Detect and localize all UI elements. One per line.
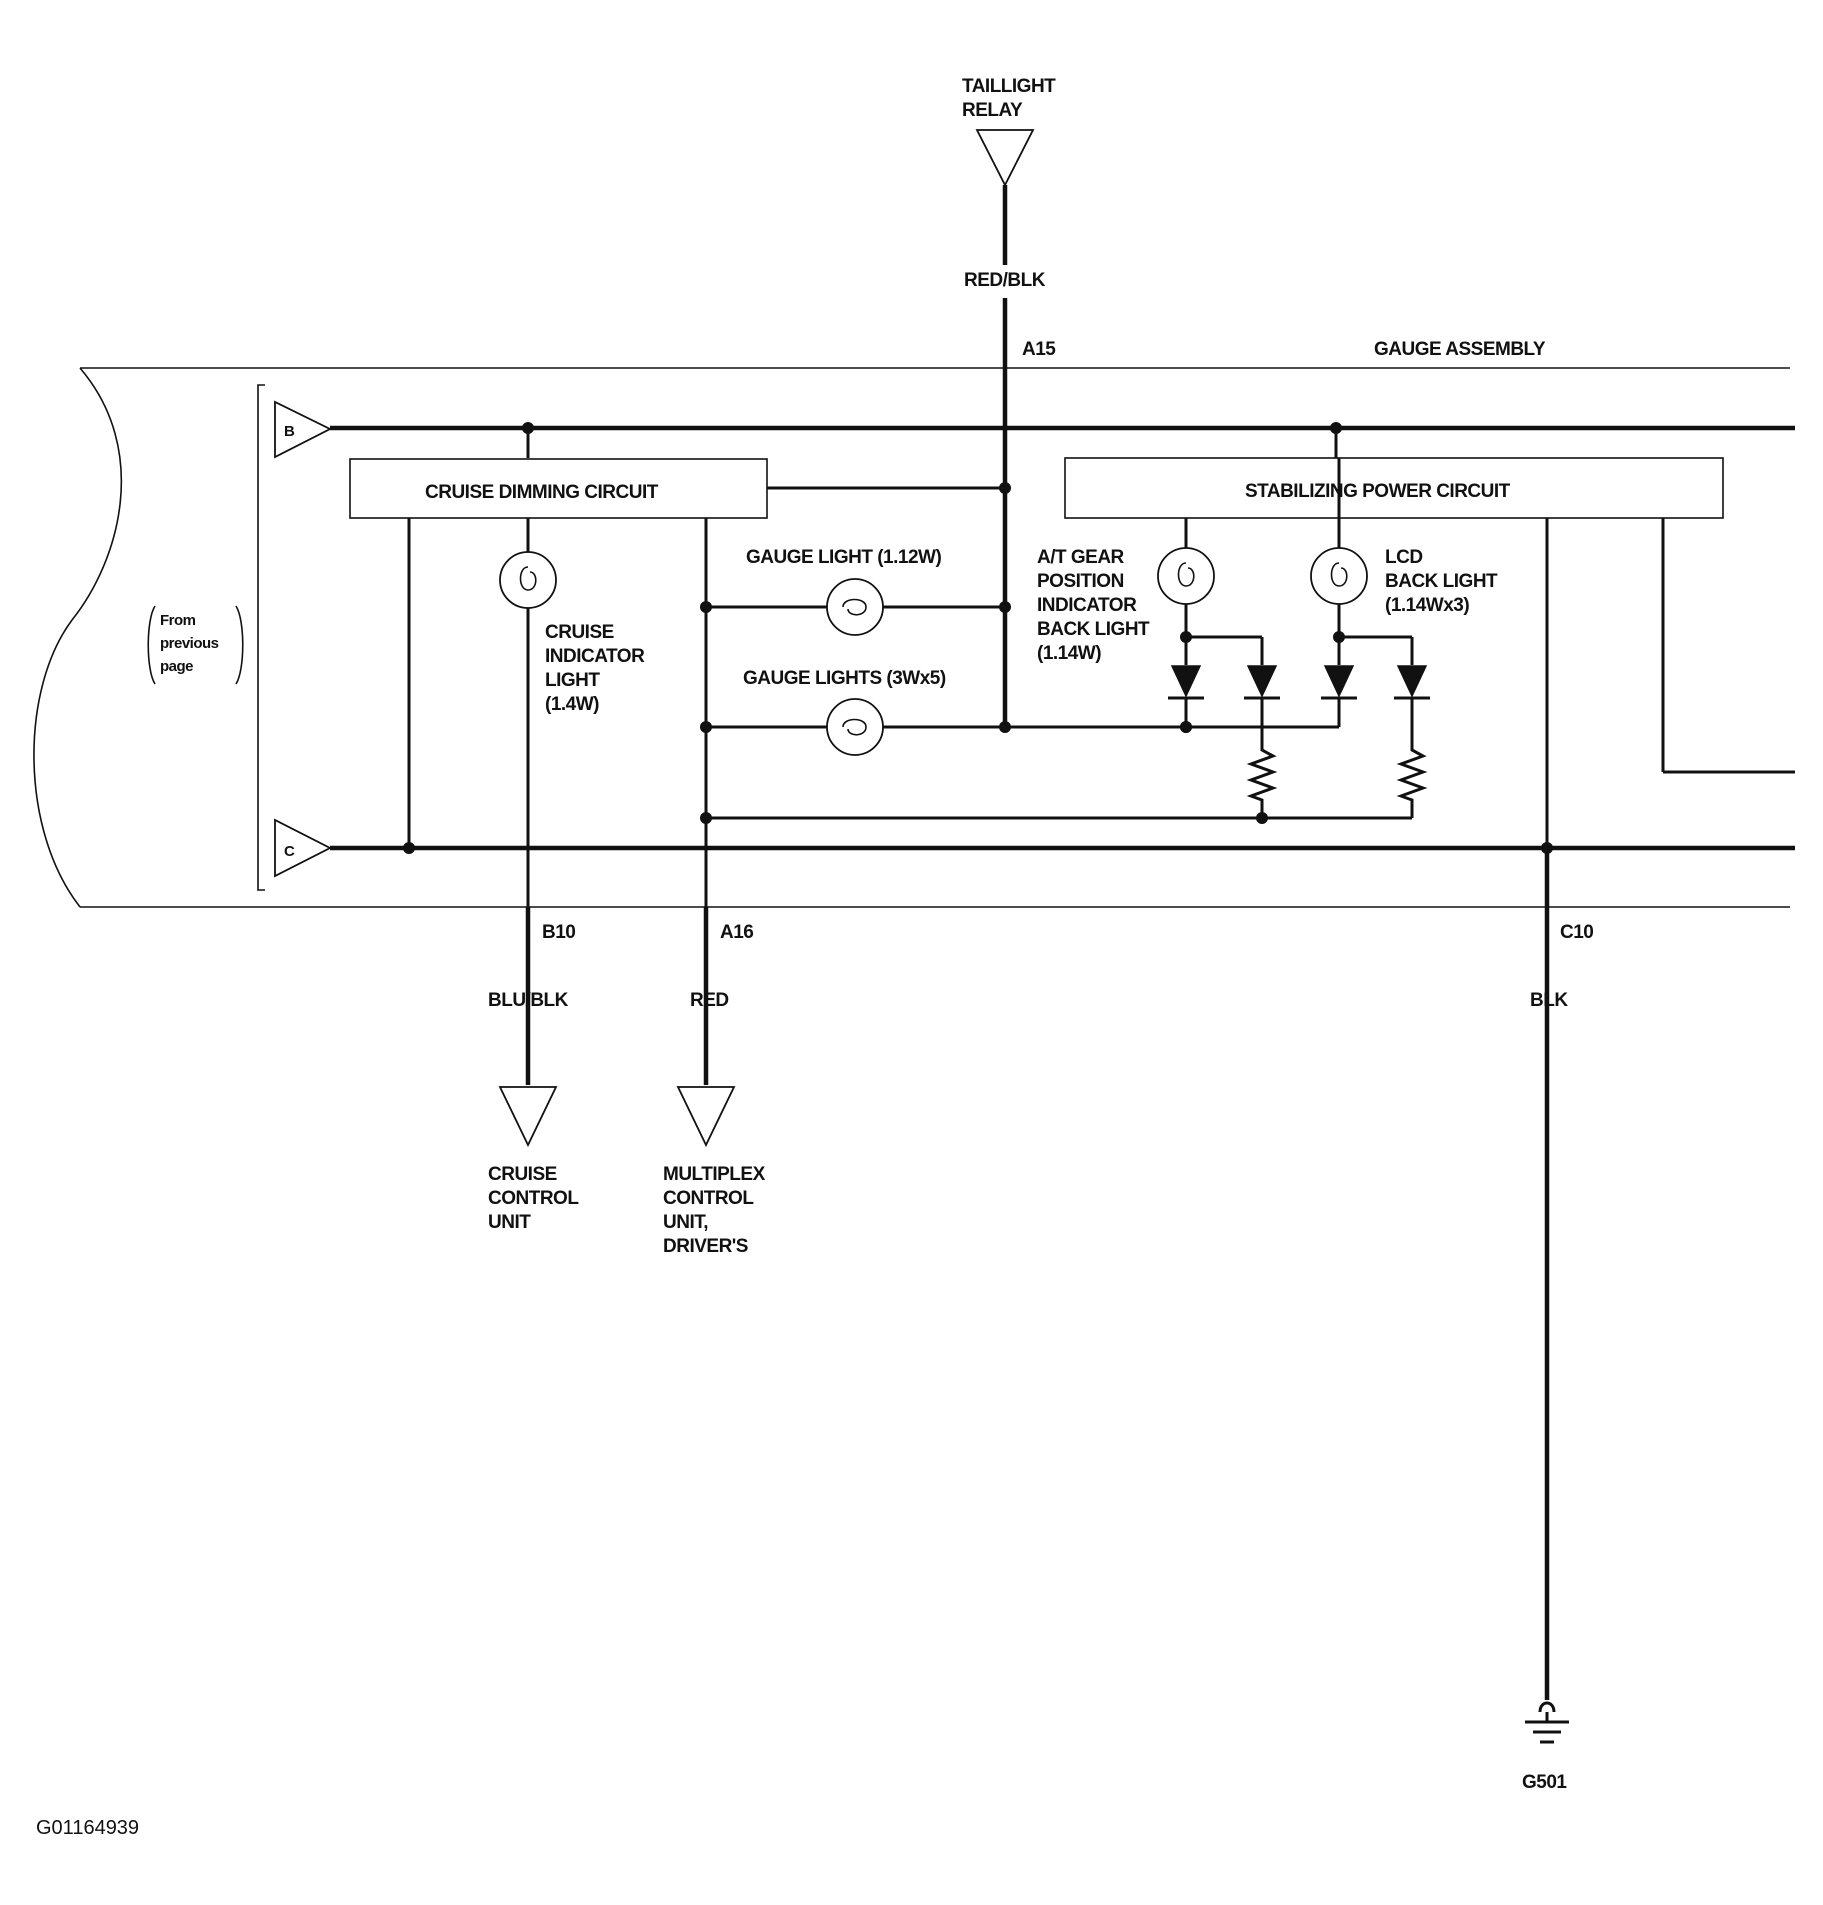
diode-icon-4	[1394, 665, 1430, 743]
lcd-back-light-label-2: BACK LIGHT	[1385, 571, 1498, 592]
stabilizing-power-circuit-box	[1064, 457, 1724, 519]
cruise-control-unit-connector	[498, 1086, 558, 1148]
figure-id: G01164939	[36, 1817, 139, 1839]
from-previous-page-2: previous	[160, 635, 219, 652]
cruise-indicator-label-3: LIGHT	[545, 670, 600, 691]
stabilizing-power-circuit-label: STABILIZING POWER CIRCUIT	[1245, 481, 1511, 502]
diode-icon-2	[1244, 665, 1280, 743]
gauge-assembly-outline	[33, 367, 1790, 908]
bus-c-label: C	[284, 843, 295, 860]
pin-b10: B10	[542, 922, 575, 943]
cruise-control-unit-label-1: CRUISE	[488, 1164, 557, 1185]
bus-c	[274, 818, 1795, 878]
at-gear-label-4: BACK LIGHT	[1037, 619, 1150, 640]
resistor-icon-2	[1396, 743, 1428, 818]
wire-color-red-blk: RED/BLK	[964, 270, 1046, 291]
gauge-lights-bulb-icon	[826, 698, 884, 756]
taillight-relay-label-2: RELAY	[962, 100, 1023, 121]
bus-b-label: B	[284, 423, 295, 440]
multiplex-control-unit-label-1: MULTIPLEX	[663, 1164, 766, 1185]
wire-color-blu-blk: BLU/BLK	[488, 990, 569, 1011]
ground-icon	[1525, 1701, 1569, 1744]
gauge-light-branch	[700, 601, 1011, 613]
diode-icon-3	[1321, 665, 1357, 727]
return-line	[700, 812, 1412, 824]
pin-c10: C10	[1560, 922, 1593, 943]
cruise-control-unit-label-2: CONTROL	[488, 1188, 579, 1209]
multiplex-control-unit-label-4: DRIVER'S	[663, 1236, 748, 1257]
gauge-light-label: GAUGE LIGHT (1.12W)	[746, 547, 941, 568]
resistor-icon-1	[1246, 743, 1278, 818]
cruise-indicator-bulb-icon	[499, 551, 557, 609]
cruise-indicator-label-4: (1.4W)	[545, 694, 599, 715]
ground-label: G501	[1522, 1772, 1567, 1793]
from-previous-page-1: From	[160, 612, 196, 629]
gauge-lights-branch	[700, 721, 1339, 733]
at-gear-label-1: A/T GEAR	[1037, 547, 1125, 568]
cruise-indicator-label-1: CRUISE	[545, 622, 614, 643]
gauge-light-bulb-icon	[826, 578, 884, 636]
wire-color-blk: BLK	[1530, 990, 1568, 1011]
at-gear-label-5: (1.14W)	[1037, 643, 1101, 664]
taillight-relay-label-1: TAILLIGHT	[962, 76, 1056, 97]
pin-a15: A15	[1022, 339, 1056, 360]
multiplex-control-unit-label-2: CONTROL	[663, 1188, 754, 1209]
bottom-wires	[525, 848, 1550, 1700]
assembly-title: GAUGE ASSEMBLY	[1374, 339, 1546, 360]
stabilizing-output-wiring	[1545, 518, 1795, 848]
multiplex-control-unit-label-3: UNIT,	[663, 1212, 708, 1233]
lcd-back-light-bulb-icon	[1310, 458, 1414, 665]
at-gear-label-3: INDICATOR	[1037, 595, 1137, 616]
cruise-indicator-label-2: INDICATOR	[545, 646, 645, 667]
wire-color-red: RED	[690, 990, 729, 1011]
gauge-lights-label: GAUGE LIGHTS (3Wx5)	[743, 668, 946, 689]
at-gear-label-2: POSITION	[1037, 571, 1124, 592]
diode-icon-1	[1168, 665, 1204, 733]
at-gear-bulb-icon	[1157, 518, 1264, 665]
cruise-control-unit-label-3: UNIT	[488, 1212, 531, 1233]
from-previous-page-3: page	[160, 658, 193, 675]
bus-b	[274, 400, 1795, 459]
multiplex-control-unit-connector	[676, 1086, 736, 1148]
cruise-dimming-circuit-box	[349, 458, 768, 519]
cruise-dimming-circuit-label: CRUISE DIMMING CIRCUIT	[425, 482, 659, 503]
taillight-relay-connector	[975, 129, 1035, 727]
pin-a16: A16	[720, 922, 753, 943]
lcd-back-light-label-1: LCD	[1385, 547, 1423, 568]
lcd-back-light-label-3: (1.14Wx3)	[1385, 595, 1469, 616]
